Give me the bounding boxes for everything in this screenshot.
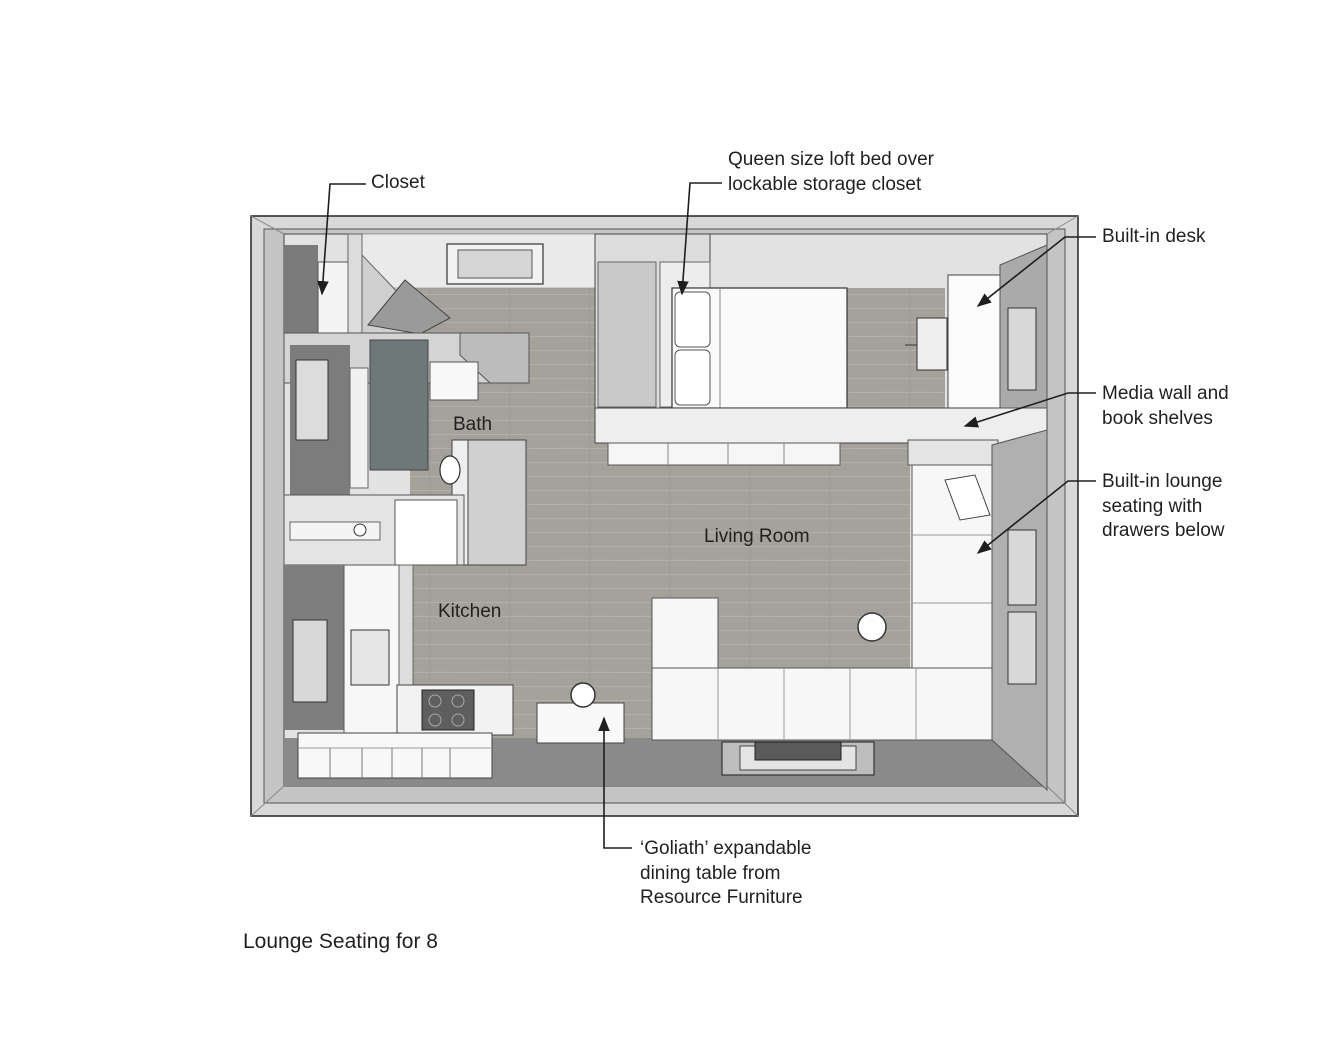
lounge-seating-label: Built-in lounge seating with drawers bel… [1102,471,1225,541]
bath-room-label: Bath [453,414,493,435]
leader-lines [317,182,1096,849]
closet-label: Closet [371,172,425,193]
built-in-desk-label: Built-in desk [1102,226,1206,247]
bath-block [283,332,530,566]
built-in-desk [905,244,1048,409]
kitchen-room-label: Kitchen [438,601,502,622]
media-wall-label: Media wall and book shelves [1102,383,1229,429]
lounge-seating [651,429,1048,792]
rug [721,741,875,776]
kitchen-block [284,564,514,779]
plan-caption: Lounge Seating for 8 [243,930,438,953]
living-room-label: Living Room [704,526,810,547]
dining-table-label: ‘Goliath’ expandable dining table from R… [640,838,812,908]
loft-bed [594,233,1048,466]
closet-block [284,233,451,335]
loft-bed-label: Queen size loft bed over lockable storag… [728,149,934,195]
skylight [446,243,544,285]
